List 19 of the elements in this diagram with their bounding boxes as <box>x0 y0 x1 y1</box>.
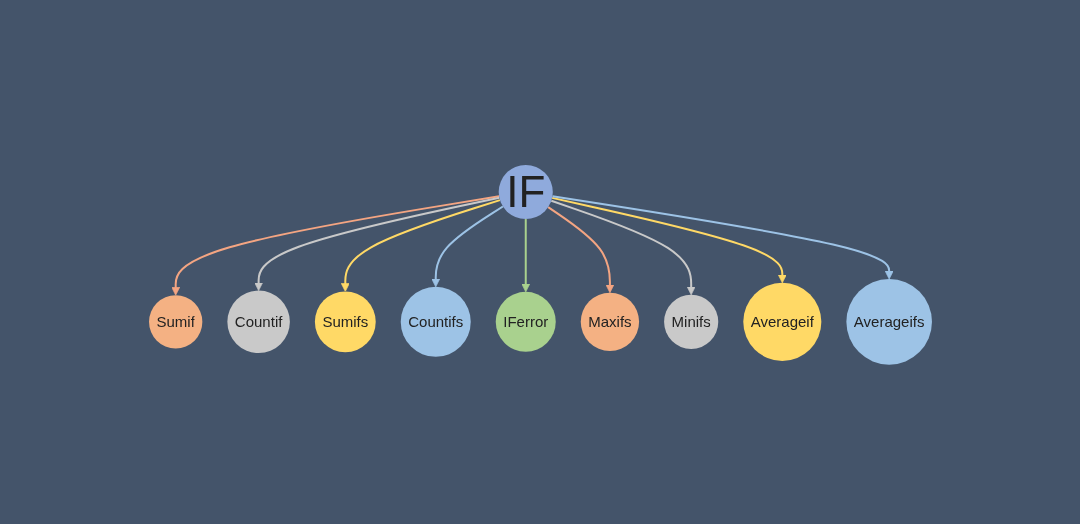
node-circle: Countifs <box>400 287 471 358</box>
arrow <box>340 199 501 292</box>
node-circle: IFerror <box>495 292 556 352</box>
arrow <box>253 196 500 292</box>
node-circle: Sumifs <box>314 291 376 353</box>
arrow <box>520 218 530 293</box>
node-circle: Averageif <box>742 282 821 362</box>
arrow <box>551 195 894 280</box>
arrow <box>550 197 787 284</box>
node-circle: Maxifs <box>580 292 639 352</box>
node-circle: IF <box>498 165 553 220</box>
node-circle: Sumif <box>148 295 202 349</box>
node-circle: Averageifs <box>845 279 932 365</box>
node-circle: Minifs <box>663 294 718 350</box>
arrow <box>546 206 614 294</box>
node-circle: Countif <box>226 290 290 354</box>
arrow <box>170 195 500 296</box>
arrow <box>430 205 504 288</box>
arrow <box>549 200 696 296</box>
